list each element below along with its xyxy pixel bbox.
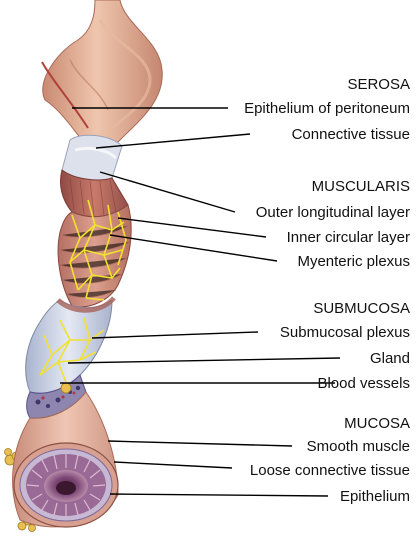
labels: SEROSA Epithelium of peritoneum Connecti… bbox=[244, 76, 410, 505]
label-outer-longitudinal-layer: Outer longitudinal layer bbox=[256, 204, 410, 221]
label-epithelium: Epithelium bbox=[340, 488, 410, 505]
leader-connective-tissue bbox=[95, 133, 251, 149]
leader-loose-connective-tissue bbox=[113, 461, 233, 469]
leader-lines bbox=[60, 107, 341, 497]
submucosa-layer bbox=[25, 299, 113, 394]
submucosal-plexus bbox=[39, 317, 105, 383]
label-epithelium-of-peritoneum: Epithelium of peritoneum bbox=[244, 100, 410, 117]
leader-gland bbox=[67, 357, 341, 364]
label-submucosal-plexus: Submucosal plexus bbox=[280, 324, 410, 341]
connective-tissue-band bbox=[61, 134, 123, 181]
tube-illustration bbox=[4, 0, 163, 532]
label-inner-circular-layer: Inner circular layer bbox=[287, 229, 410, 246]
leader-submucosal-plexus bbox=[91, 331, 259, 339]
heading-serosa: SEROSA bbox=[347, 76, 410, 93]
myenteric-plexus bbox=[69, 199, 127, 301]
leader-inner-circular-layer bbox=[117, 217, 267, 238]
leader-myenteric-plexus bbox=[109, 234, 278, 262]
heading-submucosa: SUBMUCOSA bbox=[313, 300, 410, 317]
label-smooth-muscle: Smooth muscle bbox=[307, 438, 410, 455]
heading-muscularis: MUSCULARIS bbox=[312, 178, 410, 195]
label-gland: Gland bbox=[370, 350, 410, 367]
label-connective-tissue: Connective tissue bbox=[292, 126, 410, 143]
label-myenteric-plexus: Myenteric plexus bbox=[297, 253, 410, 270]
leader-outer-longitudinal-layer bbox=[99, 171, 236, 213]
label-loose-connective-tissue: Loose connective tissue bbox=[250, 462, 410, 479]
label-blood-vessels: Blood vessels bbox=[317, 375, 410, 392]
heading-mucosa: MUCOSA bbox=[344, 415, 410, 432]
leader-epithelium bbox=[109, 493, 329, 497]
epithelium-villi bbox=[26, 454, 106, 516]
leader-smooth-muscle bbox=[107, 440, 293, 447]
